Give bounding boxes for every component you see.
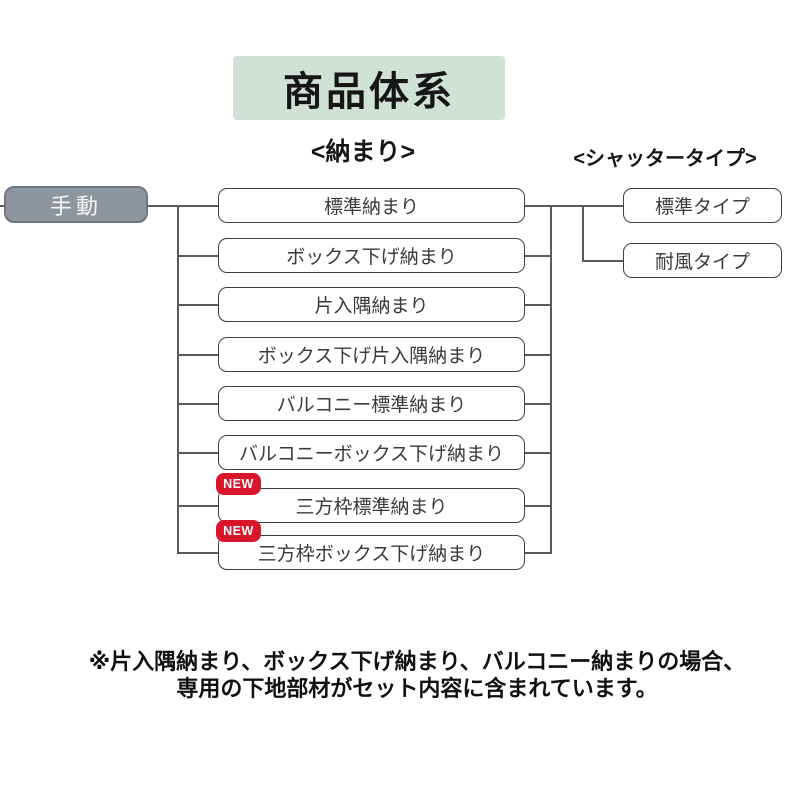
new-badge: NEW <box>216 473 261 495</box>
osamari-node-sanpowaku-standard: 三方枠標準納まり <box>218 488 525 523</box>
column-header-shutter-type: <シャッタータイプ> <box>573 148 757 170</box>
connector-line <box>178 304 218 306</box>
connector-line <box>178 403 218 405</box>
connector-trunk-left <box>177 205 179 554</box>
node-label: 標準納まり <box>323 197 419 218</box>
connector-line <box>525 552 552 554</box>
connector-line <box>525 304 552 306</box>
page-title: 商品体系 <box>233 56 505 120</box>
connector-line <box>525 403 552 405</box>
connector-line <box>178 552 218 554</box>
connector-line <box>525 505 552 507</box>
footnote: ※片入隅納まり、ボックス下げ納まり、バルコニー納まりの場合、 専用の下地部材がセ… <box>17 648 800 702</box>
connector-line <box>178 354 218 356</box>
connector-line <box>525 255 552 257</box>
osamari-node-box-sage-kataerisumi: ボックス下げ片入隅納まり <box>218 337 525 372</box>
node-label: 三方枠ボックス下げ納まり <box>257 544 486 565</box>
footnote-line-1: ※片入隅納まり、ボックス下げ納まり、バルコニー納まりの場合、 <box>88 649 746 674</box>
root-node-manual: 手動 <box>4 186 148 223</box>
node-label: バルコニーボックス下げ納まり <box>238 444 505 465</box>
node-label: 耐風タイプ <box>654 252 750 273</box>
osamari-node-balcony-standard: バルコニー標準納まり <box>218 386 525 421</box>
node-label: 片入隅納まり <box>314 296 429 317</box>
column-header-osamari: <納まり> <box>310 138 416 166</box>
connector-branch <box>582 205 584 262</box>
node-label: ボックス下げ納まり <box>286 247 457 268</box>
connector-line <box>178 505 218 507</box>
connector-trunk-right <box>550 205 552 554</box>
connector-line <box>178 255 218 257</box>
osamari-node-standard: 標準納まり <box>218 188 525 223</box>
node-label: バルコニー標準納まり <box>276 395 467 416</box>
shutter-type-node-standard: 標準タイプ <box>623 188 782 223</box>
osamari-node-kataerisumi: 片入隅納まり <box>218 287 525 322</box>
node-label: 三方枠標準納まり <box>295 497 448 518</box>
osamari-node-balcony-box-sage: バルコニーボックス下げ納まり <box>218 435 525 470</box>
osamari-node-box-sage: ボックス下げ納まり <box>218 238 525 273</box>
connector-line <box>178 205 218 207</box>
connector-line <box>525 205 552 207</box>
connector-line <box>525 452 552 454</box>
connector-line <box>178 452 218 454</box>
connector-line <box>148 205 178 207</box>
node-label: 標準タイプ <box>654 197 750 218</box>
shutter-type-node-wind-resistant: 耐風タイプ <box>623 243 782 278</box>
osamari-node-sanpowaku-box-sage: 三方枠ボックス下げ納まり <box>218 535 525 570</box>
node-label: ボックス下げ片入隅納まり <box>257 346 486 367</box>
connector-line <box>582 260 623 262</box>
connector-line <box>552 205 623 207</box>
footnote-line-2: 専用の下地部材がセット内容に含まれています。 <box>176 676 658 701</box>
connector-line <box>525 354 552 356</box>
new-badge: NEW <box>216 520 261 542</box>
root-node-label: 手動 <box>49 193 102 219</box>
connector-line <box>0 205 4 207</box>
